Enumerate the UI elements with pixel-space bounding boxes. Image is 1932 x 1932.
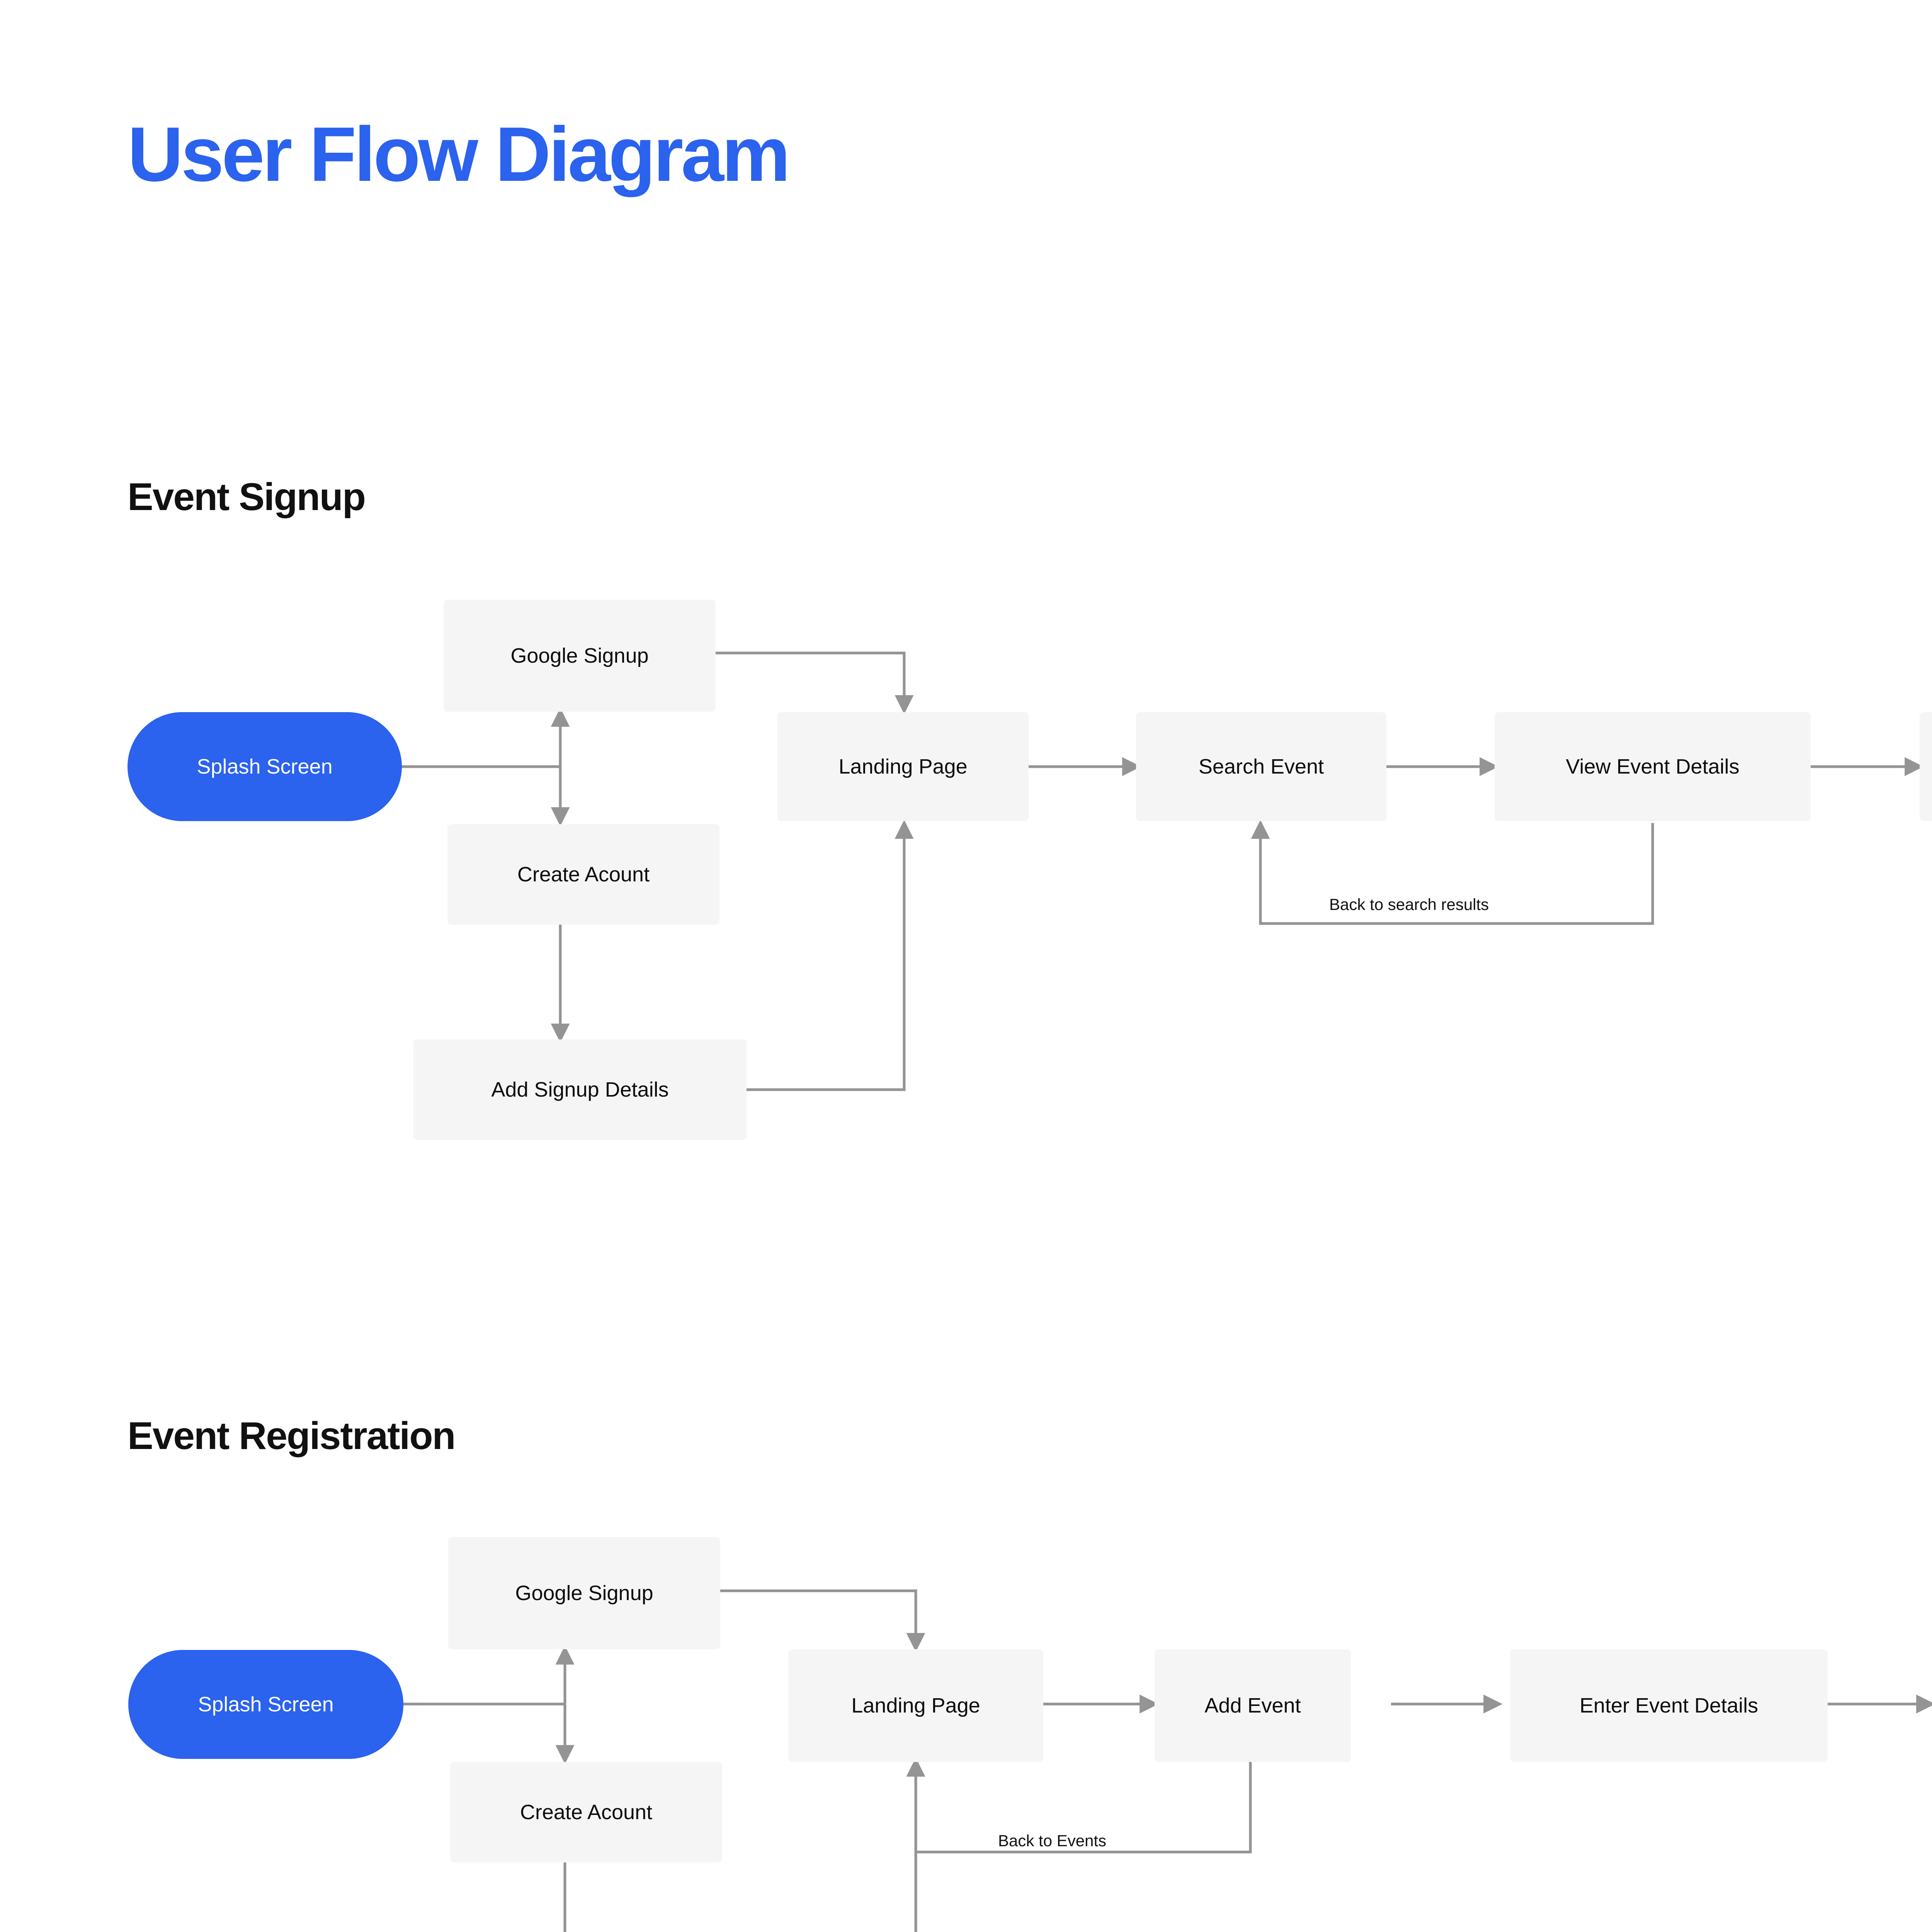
node-enter-event-details-2[interactable]: Enter Event Details xyxy=(1510,1649,1828,1762)
node-create-acount-2[interactable]: Create Acount xyxy=(450,1762,722,1862)
node-google-signup-2[interactable]: Google Signup xyxy=(448,1537,720,1649)
page-title: User Flow Diagram xyxy=(128,111,791,197)
node-view-event-details-1[interactable]: View Event Details xyxy=(1495,712,1811,821)
node-search-event-1[interactable]: Search Event xyxy=(1136,712,1386,821)
edge-google-signup-to-landing-page-1 xyxy=(715,651,914,714)
node-signup-for-event-1[interactable]: Signup for Event xyxy=(1920,712,1932,821)
node-splash-screen-1[interactable]: Splash Screen xyxy=(128,712,402,821)
node-google-signup-1[interactable]: Google Signup xyxy=(444,600,716,712)
node-add-signup-details-1[interactable]: Add Signup Details xyxy=(413,1039,747,1140)
node-landing-page-2[interactable]: Landing Page xyxy=(788,1649,1043,1762)
node-create-acount-1[interactable]: Create Acount xyxy=(447,824,719,925)
node-splash-screen-2[interactable]: Splash Screen xyxy=(128,1650,403,1759)
edge-add-signup-details-to-landing-page-2 xyxy=(906,1757,925,1932)
edge-add-signup-details-to-landing-page-1 xyxy=(746,820,914,1091)
edge-label-back-to-search-results: Back to search results xyxy=(1329,895,1489,913)
edge-label-back-to-events: Back to Events xyxy=(998,1832,1107,1850)
node-landing-page-1[interactable]: Landing Page xyxy=(777,712,1029,821)
edge-google-signup-to-landing-page-2 xyxy=(719,1589,925,1652)
section-heading-event-signup: Event Signup xyxy=(128,475,366,519)
section-heading-event-registration: Event Registration xyxy=(128,1414,456,1458)
node-add-event-2[interactable]: Add Event xyxy=(1155,1649,1351,1762)
